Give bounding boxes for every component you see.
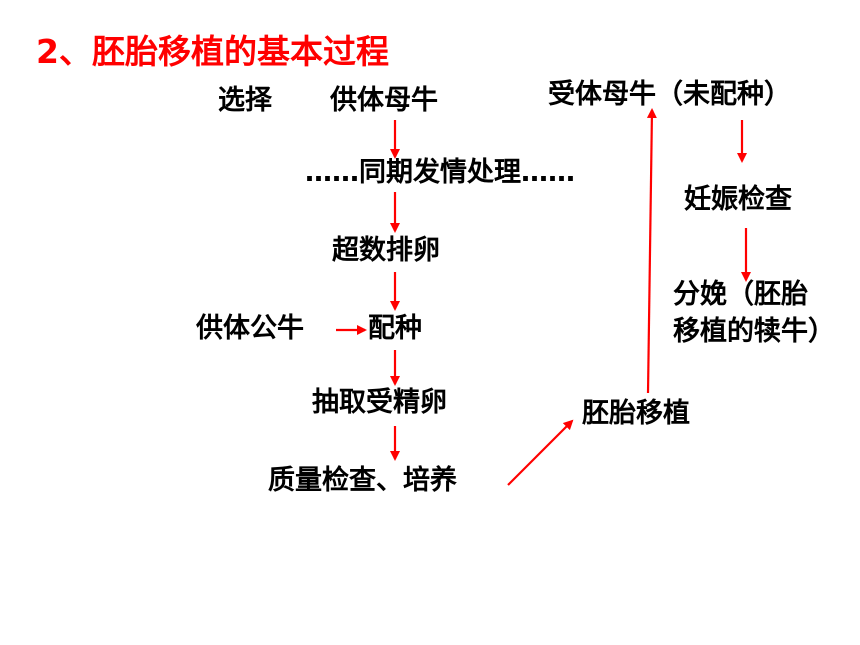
select-label: 选择 xyxy=(218,85,272,116)
sync-estrus-node: ……同期发情处理…… xyxy=(305,157,575,188)
flush-eggs-node: 抽取受精卵 xyxy=(312,387,447,418)
pregnancy-check-node: 妊娠检查 xyxy=(684,184,792,215)
recipient-cow-node: 受体母牛（未配种） xyxy=(548,79,791,110)
calving-node-line1: 分娩（胚胎 xyxy=(673,279,808,310)
page-title: 2、胚胎移植的基本过程 xyxy=(36,32,389,71)
quality-check-node: 质量检查、培养 xyxy=(268,465,457,496)
embryo-transfer-node: 胚胎移植 xyxy=(582,398,690,429)
mating-node: 配种 xyxy=(368,313,422,344)
donor-cow-node: 供体母牛 xyxy=(330,85,438,116)
calving-node-line2: 移植的犊牛） xyxy=(673,316,835,347)
arrow-transfer-to-recipient xyxy=(646,108,657,394)
arrow-quality-to-transfer xyxy=(507,419,574,486)
superovulation-node: 超数排卵 xyxy=(332,235,440,266)
donor-bull-node: 供体公牛 xyxy=(196,313,304,344)
